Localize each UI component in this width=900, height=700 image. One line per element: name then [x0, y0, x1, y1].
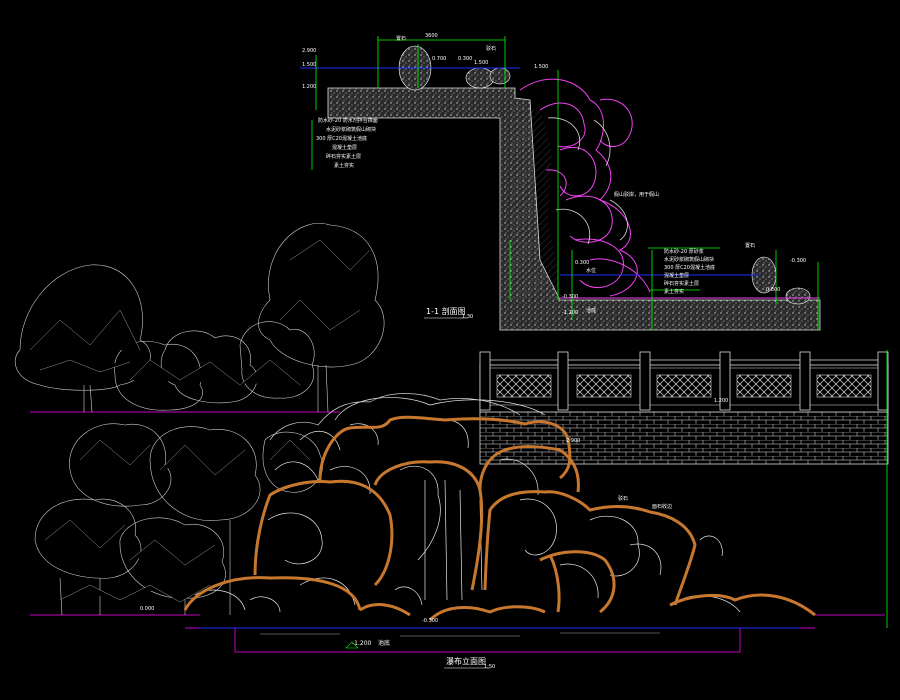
- section-cliff-white-rocks: [547, 117, 628, 245]
- section-top-dimension: 3600: [425, 33, 438, 39]
- section-right-note: 混凝土垫层: [664, 272, 689, 279]
- section-bed-label: 池底: [586, 307, 596, 314]
- section-left-note: 300 厚C20混凝土池底: [316, 135, 367, 142]
- elevation-water-level: -0.300: [422, 618, 438, 624]
- section-water-label: 水位: [586, 267, 596, 274]
- elevation-right-level: 2.900: [566, 438, 580, 444]
- elevation-left-ground-level: 0.000: [140, 606, 154, 612]
- section-title: 1-1 剖面图: [426, 306, 466, 316]
- section-lower-rock-tag: 置石: [745, 243, 755, 249]
- section-right-note: 碎石夯实素土层: [664, 280, 699, 287]
- section-bottom-level: 0.300: [575, 260, 589, 266]
- elevation-wall-top-level: 1.200: [714, 398, 728, 404]
- elevation-shoulder-note: 面石收边: [652, 503, 672, 510]
- tree-foliage-upper: [29, 239, 371, 386]
- pool-ripples: [260, 632, 660, 637]
- section-right-note: 素土夯实: [664, 288, 684, 295]
- section-pool-level: -0.300: [790, 258, 806, 264]
- railing-posts: [479, 351, 889, 411]
- rockery-back-outline: [269, 393, 521, 441]
- elevation-level-marker: [345, 641, 359, 649]
- brick-wall: [479, 411, 889, 465]
- railing-lattice-panels: [496, 374, 872, 398]
- section-left-note: 防水砂-20 防水剂拌合抹面: [318, 117, 378, 124]
- section-top-right-level: 1.500: [534, 64, 548, 70]
- section-left-elevation: 2.900: [302, 48, 316, 54]
- section-left-note: 碎石夯实素土层: [326, 153, 361, 160]
- section-right-notes: 防水砂-20 厚砂浆 水泥砂浆砌筑假山砌块 300 厚C20混凝土池底 混凝土垫…: [664, 248, 715, 295]
- section-bottom-level: -0.300: [562, 294, 578, 300]
- section-left-notes: 防水砂-20 防水剂拌合抹面 水泥砂浆砌筑假山砌块 300 厚C20混凝土池底 …: [316, 117, 378, 169]
- elevation-scale: 1:50: [484, 664, 495, 670]
- section-left-elevation: 1.200: [302, 84, 316, 90]
- section-left-elevation: 1.500: [302, 62, 316, 68]
- section-small-dim: 1.500: [474, 60, 488, 66]
- section-top-rock-tag-right: 驳石: [486, 45, 496, 52]
- section-right-note: 防水砂-20 厚砂浆: [664, 248, 704, 255]
- rockery-outline: [183, 415, 816, 622]
- elevation-title: 瀑布立面图: [446, 656, 486, 666]
- section-left-note: 素土夯实: [334, 162, 354, 169]
- section-view: 防水砂-20 防水剂拌合抹面 水泥砂浆砌筑假山砌块 300 厚C20混凝土池底 …: [300, 33, 821, 331]
- elevation-pool-level: -1.200: [352, 640, 372, 647]
- section-left-note: 水泥砂浆砌筑假山砌块: [326, 126, 376, 133]
- section-right-note: 水泥砂浆砌筑假山砌块: [664, 256, 714, 263]
- section-right-level: 0.800: [766, 287, 780, 293]
- section-concrete-body: [327, 87, 821, 331]
- section-scale: 1:30: [462, 314, 473, 320]
- section-left-note: 混凝土垫层: [332, 144, 357, 151]
- section-cliff-rocks: [519, 78, 651, 297]
- section-small-dim: 0.700: [432, 56, 446, 62]
- section-right-note: 300 厚C20混凝土池底: [664, 264, 715, 271]
- tree-foliage-lower: [44, 439, 311, 603]
- section-diagonal-fill: [512, 102, 562, 300]
- section-dimensions: [311, 36, 819, 330]
- railing: [479, 351, 889, 416]
- section-right-rock: [751, 256, 811, 305]
- rockery-detail: [194, 397, 741, 613]
- section-bottom-level: -1.200: [562, 310, 578, 316]
- section-top-rock-tag: 置石: [396, 36, 406, 42]
- elevation-view: 0.000 1.200 2.900 驳石 面石收边 -0.300 -1.200 …: [15, 223, 889, 670]
- pool-basin: [185, 627, 815, 653]
- elevation-pool-label: 池底: [378, 639, 390, 647]
- section-cliff-note: 假山驳岸，用于假山: [614, 191, 659, 198]
- section-small-dim: 0.300: [458, 56, 472, 62]
- elevation-peak-note: 驳石: [618, 495, 628, 502]
